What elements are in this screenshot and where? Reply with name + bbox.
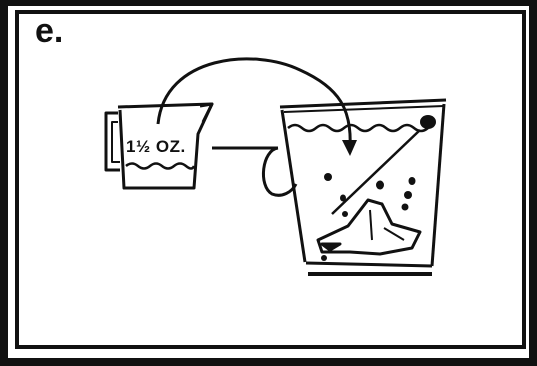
inner-panel: [8, 6, 529, 358]
drop-mark: [420, 115, 436, 129]
bubble: [342, 211, 348, 217]
bottom-dot: [321, 255, 327, 261]
bubble: [376, 181, 384, 190]
measure-label: 1½ OZ.: [126, 138, 186, 155]
panel-label: e.: [35, 14, 63, 48]
bubble: [340, 195, 346, 202]
bubble: [404, 191, 412, 199]
bubble: [324, 173, 332, 181]
bubble: [409, 177, 416, 185]
bubble: [402, 204, 409, 211]
